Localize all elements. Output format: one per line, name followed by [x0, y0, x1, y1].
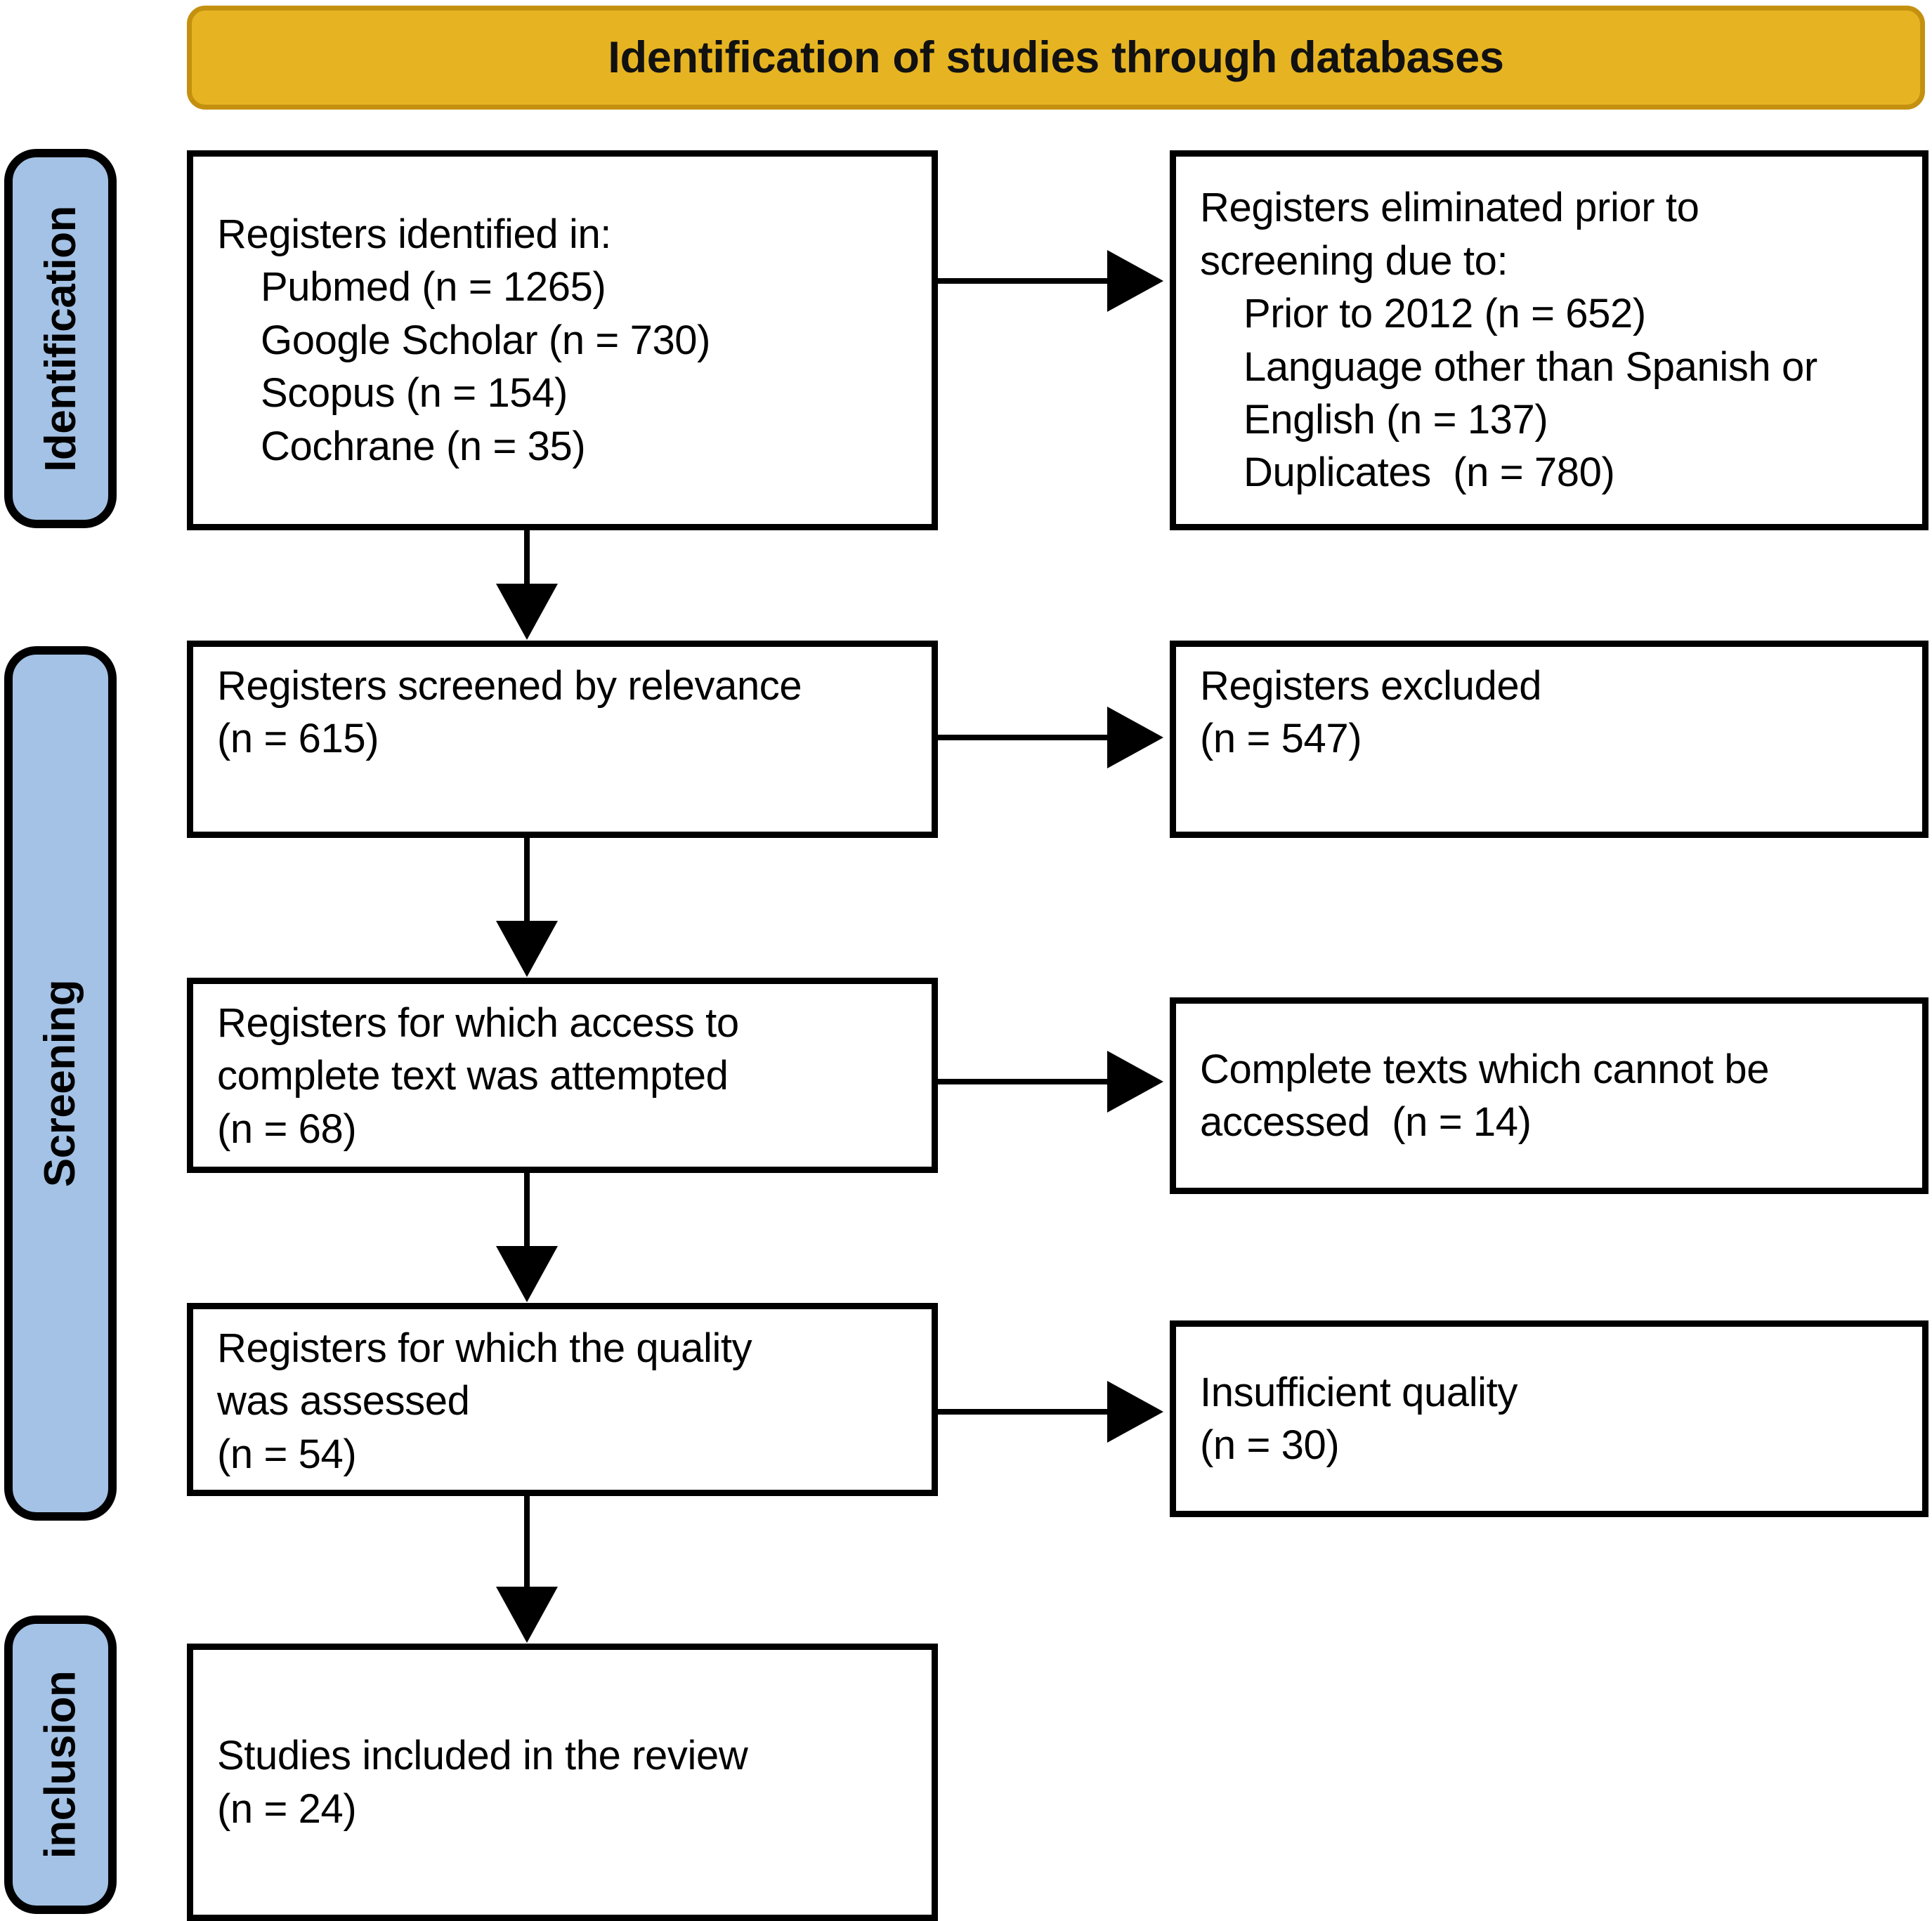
- node-line: Cochrane (n = 35): [261, 423, 586, 469]
- diagram-title: Identification of studies through databa…: [608, 33, 1504, 82]
- node-line: Language other than Spanish or: [1244, 343, 1817, 390]
- node-line: Registers eliminated prior to: [1200, 185, 1699, 231]
- node-insufficient-quality: Insufficient quality (n = 30): [1170, 1320, 1928, 1517]
- node-line: (n = 30): [1200, 1422, 1340, 1468]
- node-line: English (n = 137): [1244, 396, 1548, 442]
- node-line: accessed (n = 14): [1200, 1099, 1532, 1145]
- node-registers-excluded: Registers excluded (n = 547): [1170, 641, 1928, 838]
- node-line: Studies included in the review: [217, 1733, 748, 1779]
- node-line: Registers for which access to: [217, 1000, 739, 1046]
- node-line: Registers excluded: [1200, 663, 1542, 709]
- node-line: screening due to:: [1200, 237, 1508, 284]
- node-line: Duplicates (n = 780): [1244, 450, 1615, 496]
- node-registers-identified: Registers identified in: Pubmed (n = 126…: [187, 150, 938, 530]
- node-line: (n = 68): [217, 1106, 357, 1152]
- node-registers-eliminated: Registers eliminated prior to screening …: [1170, 150, 1928, 530]
- node-line: Registers identified in:: [217, 211, 612, 258]
- node-line: complete text was attempted: [217, 1053, 729, 1099]
- node-line: Prior to 2012 (n = 652): [1244, 291, 1646, 337]
- node-line: (n = 615): [217, 716, 379, 762]
- node-line: (n = 24): [217, 1785, 357, 1832]
- node-studies-included: Studies included in the review (n = 24): [187, 1644, 938, 1921]
- node-line: (n = 547): [1200, 716, 1362, 762]
- node-line: Google Scholar (n = 730): [261, 317, 711, 363]
- stage-label-inclusion: inclusion: [4, 1615, 117, 1914]
- node-line: Registers for which the quality: [217, 1325, 752, 1371]
- node-quality-assessed: Registers for which the quality was asse…: [187, 1303, 938, 1496]
- stage-label-screening: Screening: [4, 646, 117, 1521]
- node-line: Pubmed (n = 1265): [261, 264, 606, 310]
- node-line: Scopus (n = 154): [261, 370, 568, 417]
- node-registers-screened: Registers screened by relevance (n = 615…: [187, 641, 938, 838]
- stage-label-identification: Identification: [4, 149, 117, 528]
- node-line: Complete texts which cannot be: [1200, 1046, 1770, 1092]
- node-line: (n = 54): [217, 1431, 357, 1477]
- node-line: was assessed: [217, 1378, 470, 1424]
- node-line: Registers screened by relevance: [217, 663, 802, 709]
- node-fulltext-attempted: Registers for which access to complete t…: [187, 978, 938, 1173]
- node-texts-not-accessed: Complete texts which cannot be accessed …: [1170, 997, 1928, 1194]
- node-line: Insufficient quality: [1200, 1369, 1517, 1415]
- diagram-header-banner: Identification of studies through databa…: [187, 6, 1925, 110]
